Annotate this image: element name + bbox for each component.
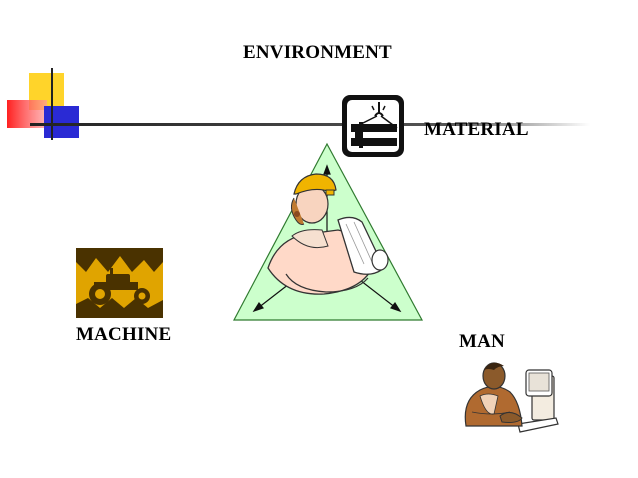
- label-environment: ENVIRONMENT: [243, 42, 392, 63]
- blue-square: [44, 106, 79, 138]
- tractor-icon: [76, 248, 163, 318]
- horizontal-rule: [30, 123, 590, 126]
- label-material: MATERIAL: [424, 119, 529, 140]
- worker-at-computer-icon: [464, 362, 559, 433]
- management-triangle: [233, 142, 424, 321]
- steel-beam-crane-icon: [342, 95, 404, 157]
- label-machine: MACHINE: [76, 324, 172, 345]
- engineer-with-blueprints-icon: [267, 173, 389, 295]
- label-man: MAN: [459, 331, 505, 352]
